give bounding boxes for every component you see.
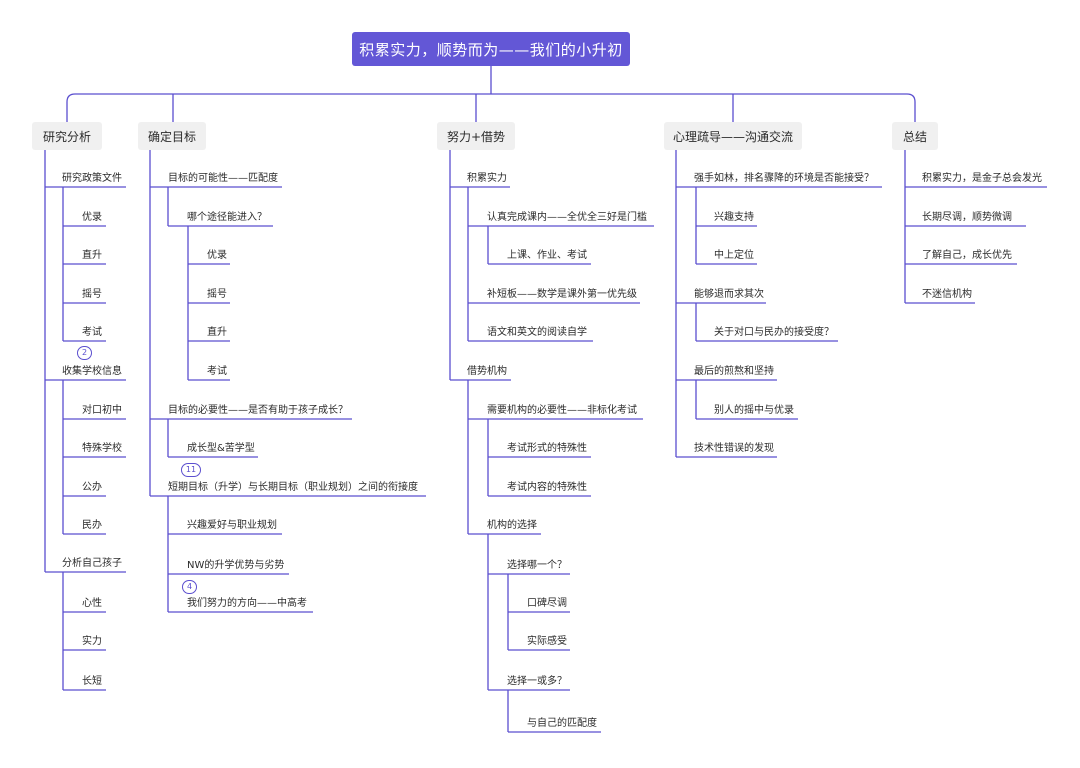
node-policy-item[interactable]: 直升 (82, 250, 102, 261)
node-tutoring[interactable]: 补短板——数学是课外第一优先级 (487, 289, 637, 300)
node-choice[interactable]: 机构的选择 (487, 520, 537, 531)
node-which-path[interactable]: 哪个途径能进入？ (187, 212, 267, 223)
topic-effort[interactable]: 努力+借势 (437, 122, 515, 150)
node-policy-item[interactable]: 摇号 (82, 289, 102, 300)
node-strong[interactable]: 强手如林，排名骤降的环境是否能接受？ (694, 173, 874, 184)
node-child-item[interactable]: 实力 (82, 636, 102, 647)
node-course-detail[interactable]: 上课、作业、考试 (507, 250, 587, 261)
node-match[interactable]: 与自己的匹配度 (527, 718, 597, 729)
collapsed-count-badge[interactable]: 4 (182, 580, 197, 594)
node-about[interactable]: 关于对口与民办的接受度？ (714, 327, 834, 338)
node-leverage[interactable]: 借势机构 (467, 366, 507, 377)
node-exam-form[interactable]: 考试形式的特殊性 (507, 443, 587, 454)
node-exam-content[interactable]: 考试内容的特殊性 (507, 482, 587, 493)
node-tech[interactable]: 技术性错误的发现 (694, 443, 774, 454)
node-feeling[interactable]: 实际感受 (527, 636, 567, 647)
node-policy[interactable]: 研究政策文件 (62, 173, 122, 184)
node-school-item[interactable]: 公办 (82, 482, 102, 493)
node-need[interactable]: 需要机构的必要性——非标化考试 (487, 405, 637, 416)
root-topic[interactable]: 积累实力，顺势而为——我们的小升初 (352, 32, 630, 66)
node-path-item[interactable]: 优录 (207, 250, 227, 261)
node-mid[interactable]: 中上定位 (714, 250, 754, 261)
node-reading[interactable]: 语文和英文的阅读自学 (487, 327, 587, 338)
node-nw[interactable]: NW的升学优势与劣势 (187, 560, 285, 571)
node-child-item[interactable]: 长短 (82, 676, 102, 687)
node-summary-item[interactable]: 积累实力，是金子总会发光 (922, 173, 1042, 184)
collapsed-count-badge[interactable]: 11 (181, 463, 201, 477)
node-school-item[interactable]: 特殊学校 (82, 443, 122, 454)
node-reputation[interactable]: 口碑尽调 (527, 598, 567, 609)
node-summary-item[interactable]: 不迷信机构 (922, 289, 972, 300)
node-growth[interactable]: 成长型&苦学型 (187, 443, 255, 454)
node-one-or-many[interactable]: 选择一或多？ (507, 676, 567, 687)
node-retreat[interactable]: 能够退而求其次 (694, 289, 764, 300)
node-hobby[interactable]: 兴趣爱好与职业规划 (187, 520, 277, 531)
collapsed-count-badge[interactable]: 2 (77, 346, 92, 360)
node-path-item[interactable]: 直升 (207, 327, 227, 338)
node-school-item[interactable]: 对口初中 (82, 405, 122, 416)
node-summary-item[interactable]: 长期尽调，顺势微调 (922, 212, 1012, 223)
node-school-item[interactable]: 民办 (82, 520, 102, 531)
node-possibility[interactable]: 目标的可能性——匹配度 (168, 173, 278, 184)
node-policy-item[interactable]: 优录 (82, 212, 102, 223)
node-last[interactable]: 最后的煎熬和坚持 (694, 366, 774, 377)
node-child[interactable]: 分析自己孩子 (62, 558, 122, 569)
node-others[interactable]: 别人的摇中与优录 (714, 405, 794, 416)
node-short-long[interactable]: 短期目标（升学）与长期目标（职业规划）之间的衔接度 (168, 482, 418, 493)
node-summary-item[interactable]: 了解自己，成长优先 (922, 250, 1012, 261)
node-course[interactable]: 认真完成课内——全优全三好是门槛 (487, 212, 647, 223)
node-strength[interactable]: 积累实力 (467, 173, 507, 184)
topic-research[interactable]: 研究分析 (32, 122, 102, 150)
node-direction[interactable]: 我们努力的方向——中高考 (187, 598, 307, 609)
node-path-item[interactable]: 摇号 (207, 289, 227, 300)
node-child-item[interactable]: 心性 (82, 598, 102, 609)
node-path-item[interactable]: 考试 (207, 366, 227, 377)
topic-summary[interactable]: 总结 (892, 122, 938, 150)
topic-psychology[interactable]: 心理疏导——沟通交流 (664, 122, 802, 150)
node-choose-one[interactable]: 选择哪一个？ (507, 560, 567, 571)
node-interest[interactable]: 兴趣支持 (714, 212, 754, 223)
node-necessity[interactable]: 目标的必要性——是否有助于孩子成长？ (168, 405, 348, 416)
node-policy-item[interactable]: 考试 (82, 327, 102, 338)
topic-goals[interactable]: 确定目标 (138, 122, 206, 150)
node-school-info[interactable]: 收集学校信息 (62, 366, 122, 377)
